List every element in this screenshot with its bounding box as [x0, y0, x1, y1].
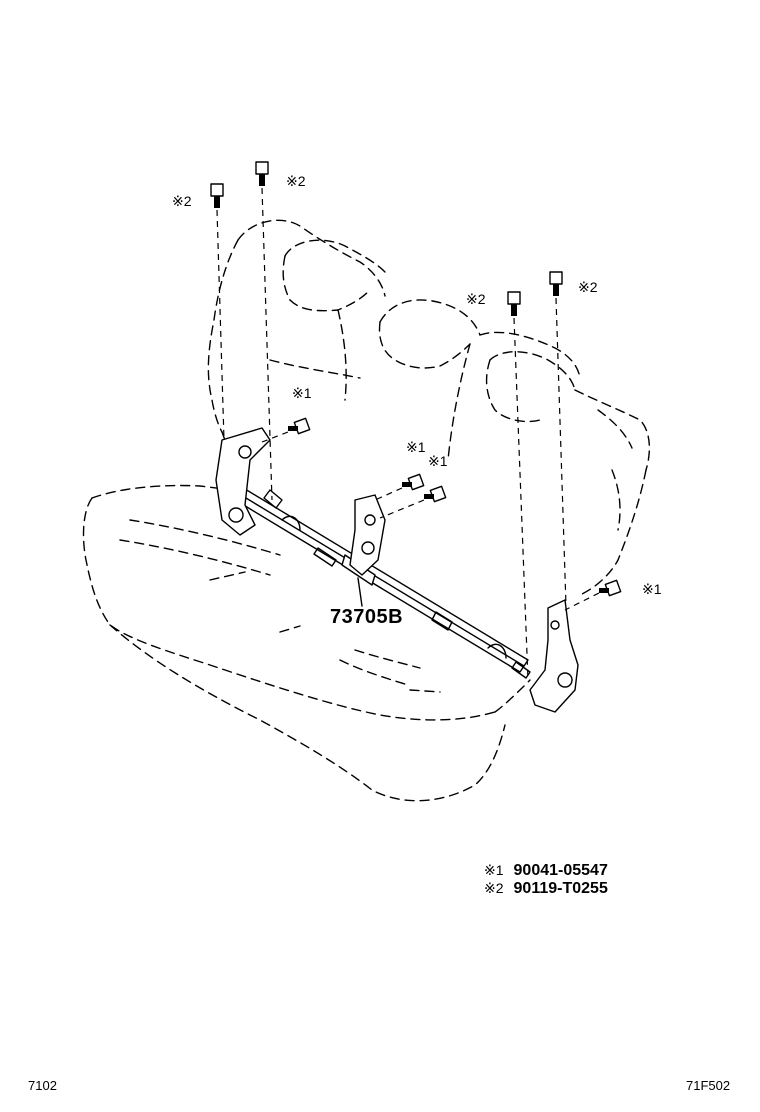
legend-mark: ※1: [484, 862, 504, 878]
callout-bolt-top-mid-left: ※2: [286, 173, 306, 189]
leader-lines: [216, 187, 600, 681]
callout-bolt-top-left: ※2: [172, 193, 192, 209]
legend-mark: ※2: [484, 880, 504, 896]
callout-bolt-top-mid-right: ※2: [466, 291, 486, 307]
callout-nut-center-a: ※1: [406, 439, 426, 455]
footer-right-code: 71F502: [686, 1078, 731, 1093]
bolt-top-right: [549, 271, 563, 296]
callout-nut-right: ※1: [642, 581, 662, 597]
seat-belt-anchor-assembly: [215, 427, 579, 713]
nut-left: [288, 417, 311, 435]
callout-nut-left: ※1: [292, 385, 312, 401]
seat-back-outline: [207, 219, 651, 596]
nut-center-b: [424, 485, 447, 503]
bolt-top-mid-left: [255, 161, 269, 186]
footer-left-code: 7102: [28, 1078, 57, 1093]
callout-nut-center-b: ※1: [428, 453, 448, 469]
legend-row-1: ※1 90041-05547: [484, 862, 608, 880]
callout-bolt-top-right: ※2: [578, 279, 598, 295]
seat-cushion-outline: [82, 484, 531, 802]
nut-center-a: [402, 473, 425, 491]
part-number-label: 73705B: [330, 606, 404, 628]
bolt-top-left: [210, 183, 224, 208]
legend-part-number: 90041-05547: [513, 862, 608, 879]
legend-part-number: 90119-T0255: [513, 880, 608, 897]
bolt-top-mid-right: [507, 291, 521, 316]
nut-right: [599, 579, 622, 597]
legend-row-2: ※2 90119-T0255: [484, 880, 608, 898]
